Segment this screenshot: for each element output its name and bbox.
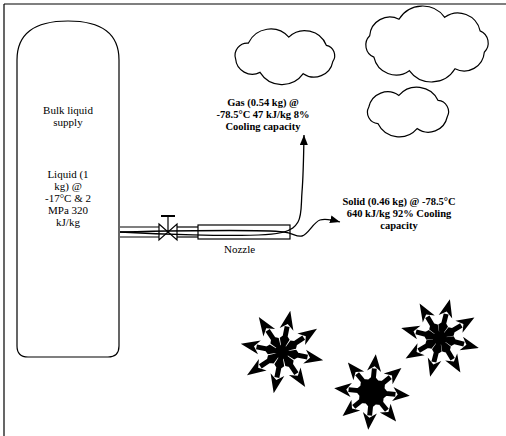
valve-handle: [161, 215, 175, 217]
frame-line: [3, 4, 4, 436]
flow-arrow: [120, 219, 340, 236]
gas-phase: Gas (0.54 kg) @ -78.5°C 47 kJ/kg 8% Cool…: [210, 97, 316, 133]
tank-title: Bulk liquid supply: [36, 104, 100, 128]
supply-tank: Bulk liquid supplyLiquid (1 kg) @ -17°C …: [16, 20, 120, 358]
frame-line: [4, 3, 506, 4]
pipe: [120, 226, 159, 227]
pipe: [120, 236, 159, 237]
gas-cloud: [367, 87, 448, 137]
pipe: [177, 226, 198, 227]
phase-data: Gas (0.54 kg) @ -78.5°C 47 kJ/kg 8% Cool…: [210, 97, 316, 133]
pipe: [177, 236, 198, 237]
dry-ice-crystal: [334, 354, 410, 430]
valve-stem: [167, 216, 168, 232]
gas-cloud: [235, 29, 335, 85]
flow-arrow: [120, 135, 304, 235]
dry-ice-crystal: [401, 299, 479, 377]
tank-outline: [17, 21, 119, 357]
dry-ice-crystal: [241, 311, 323, 393]
gas-cloud: [366, 6, 488, 82]
solid-phase: Solid (0.46 kg) @ -78.5°C 640 kJ/kg 92% …: [342, 196, 456, 232]
part-label: Nozzle: [224, 243, 255, 255]
phase-data: Solid (0.46 kg) @ -78.5°C 640 kJ/kg 92% …: [342, 196, 456, 232]
tank-condition: Liquid (1 kg) @ -17°C & 2 MPa 320 kJ/kg: [44, 168, 92, 228]
